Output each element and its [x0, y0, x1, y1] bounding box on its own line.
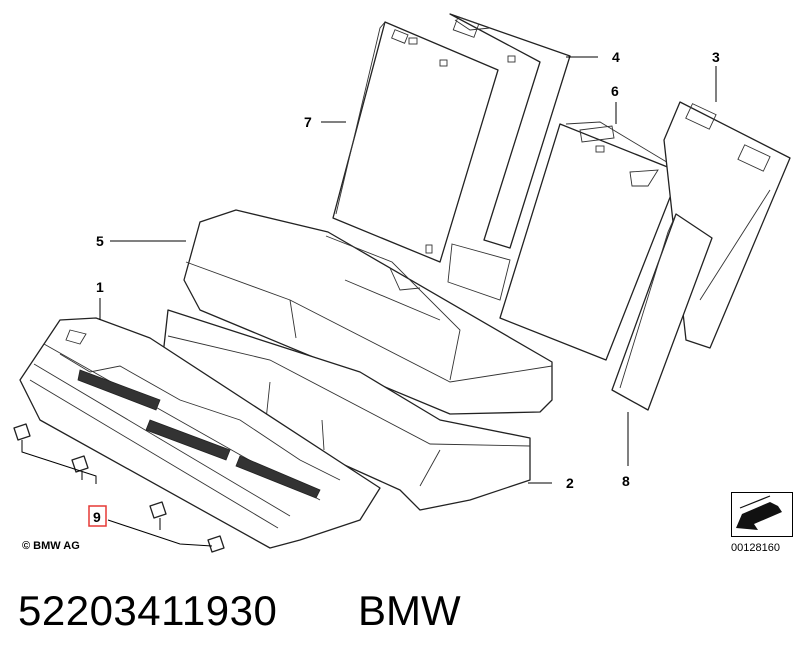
callout-9-highlight-box — [88, 505, 107, 527]
callout-8: 8 — [622, 473, 630, 489]
callout-4: 4 — [612, 49, 620, 65]
side-bolster-part — [611, 213, 713, 411]
brand-name: BMW — [358, 587, 461, 634]
right-backrest-frame-part — [663, 101, 791, 349]
callout-1: 1 — [96, 279, 104, 295]
callout-5: 5 — [96, 233, 104, 249]
clips-part — [13, 423, 225, 553]
callout-2: 2 — [566, 475, 574, 491]
callout-9: 9 — [93, 509, 101, 525]
reference-arrow-icon — [736, 495, 782, 530]
seat-cushion-part — [183, 209, 553, 415]
seat-exploded-diagram: 7 4 3 6 5 1 2 8 9 — [13, 13, 791, 553]
seat-pan-part — [19, 317, 381, 549]
right-backrest-part — [447, 121, 681, 361]
backrest-frame-part — [449, 13, 571, 249]
reference-icon-box — [731, 492, 793, 537]
callout-3: 3 — [712, 49, 720, 65]
reference-code: 00128160 — [731, 542, 780, 554]
left-backrest-part — [332, 21, 499, 263]
copyright-label: © BMW AG — [22, 540, 80, 552]
callout-6: 6 — [611, 83, 619, 99]
part-number: 52203411930 — [18, 587, 278, 634]
callout-7: 7 — [304, 114, 312, 130]
